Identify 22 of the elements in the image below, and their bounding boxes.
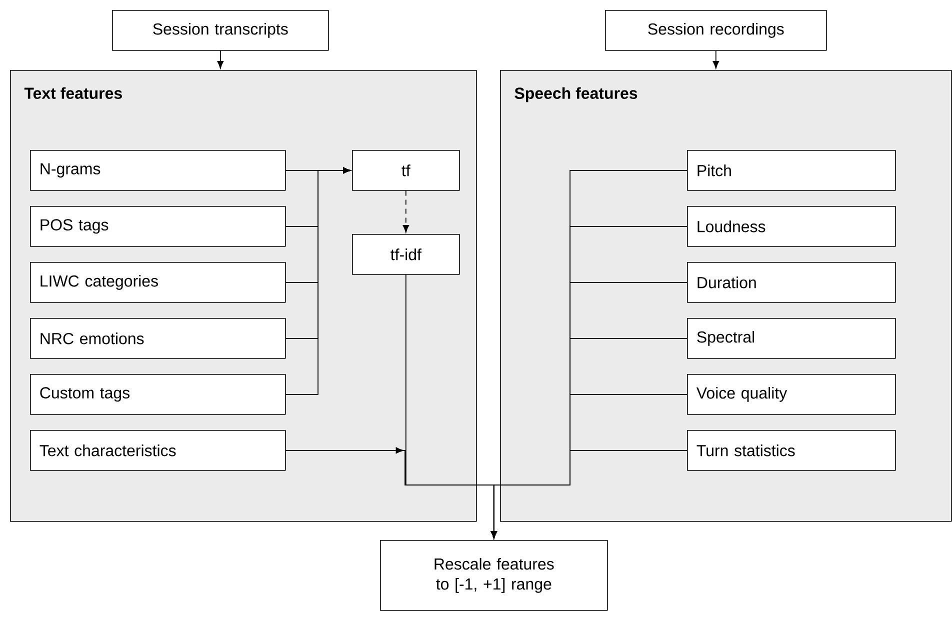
feature-box: LIWC categories [30, 262, 286, 303]
process-box: Rescale features to [-1, +1] range [380, 540, 608, 611]
feature-box: Custom tags [30, 374, 286, 415]
feature-box: Turn statistics [687, 430, 896, 471]
feature-box: POS tags [30, 206, 286, 247]
feature-box: Loudness [687, 206, 896, 247]
arrow [712, 50, 720, 69]
process-box: Session recordings [605, 10, 827, 51]
feature-box: Voice quality [687, 374, 896, 415]
feature-box: Duration [687, 262, 896, 303]
feature-box: Spectral [687, 318, 896, 359]
arrow [402, 190, 410, 233]
feature-box: Pitch [687, 150, 896, 191]
arrow [285, 167, 351, 395]
arrow [217, 50, 224, 69]
feature-box: NRC emotions [30, 318, 286, 359]
feature-box: Text characteristics [30, 430, 286, 471]
feature-box: N-grams [30, 150, 286, 191]
arrow [490, 450, 688, 539]
process-box: Session transcripts [112, 10, 329, 51]
process-box: tf-idf [352, 234, 460, 275]
process-box: tf [352, 150, 460, 191]
